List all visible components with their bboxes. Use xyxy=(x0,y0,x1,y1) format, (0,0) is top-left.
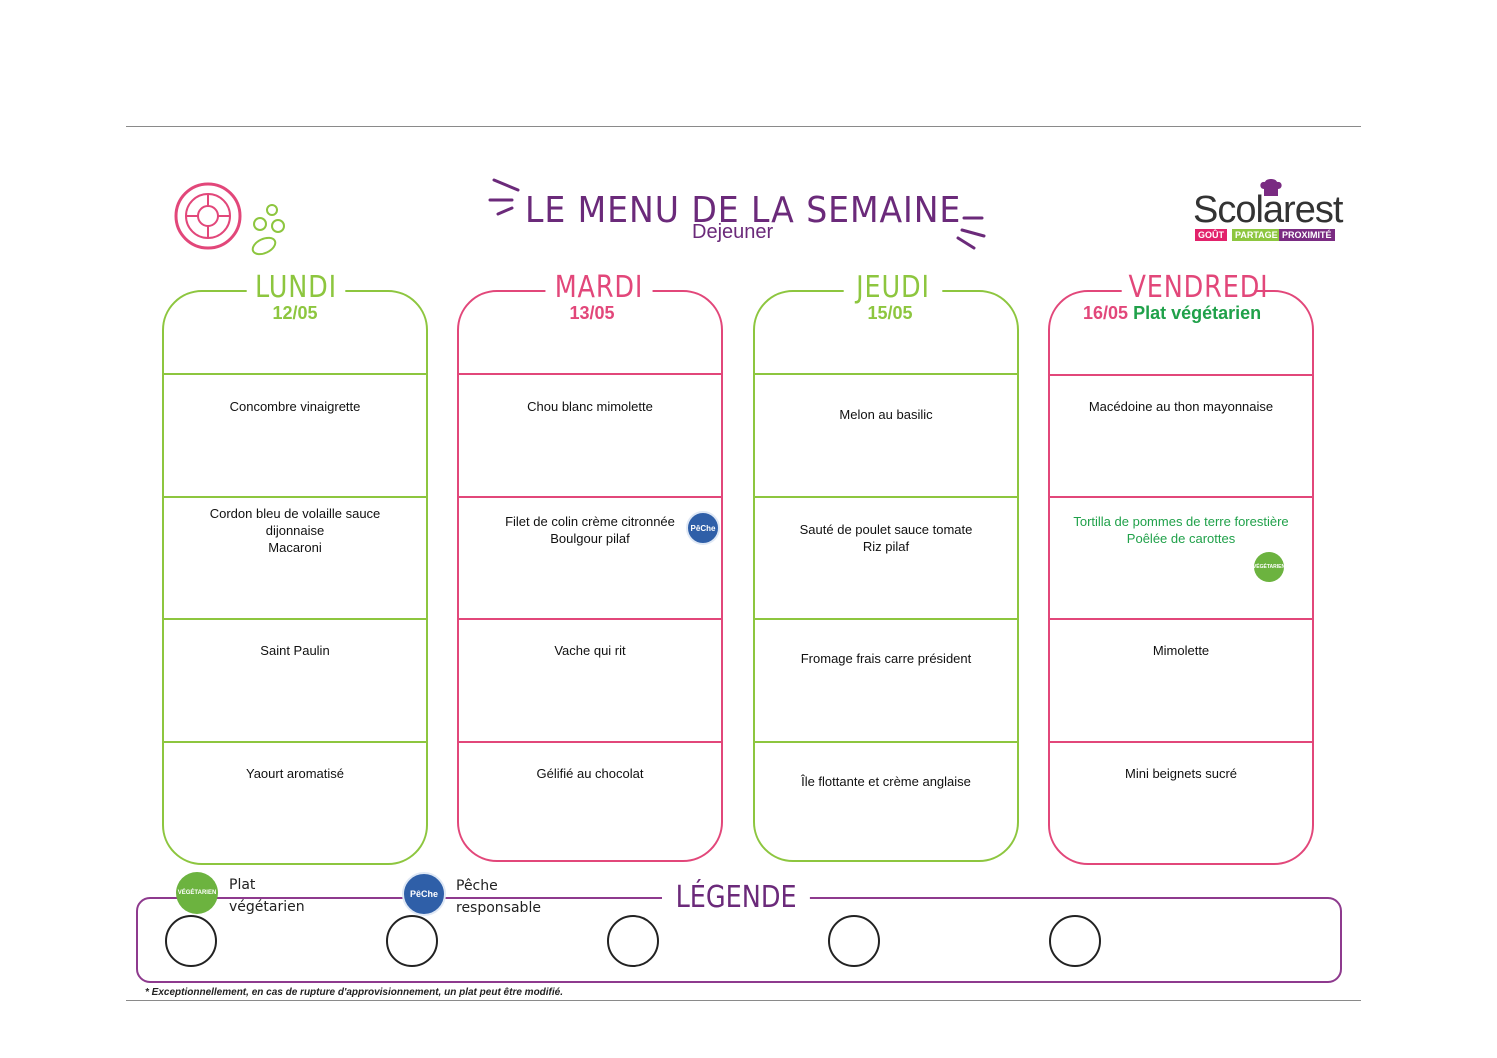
row-divider xyxy=(1050,741,1312,743)
menu-dessert: Gélifié au chocolat xyxy=(536,766,644,781)
chef-hat-icon xyxy=(1260,179,1282,196)
row-divider xyxy=(459,618,721,620)
peche-responsable-icon: PêChe xyxy=(686,511,720,545)
day-column-vendredi: Macédoine au thon mayonnaise Tortilla de… xyxy=(1048,290,1314,865)
row-divider xyxy=(459,741,721,743)
row-divider xyxy=(1050,374,1312,376)
page-title: LE MENU DE LA SEMAINE xyxy=(525,190,962,231)
day-column-jeudi: Melon au basilic Sauté de poulet sauce t… xyxy=(753,290,1019,862)
day-column-lundi: Concombre vinaigrette Cordon bleu de vol… xyxy=(162,290,428,865)
title-flourish xyxy=(488,178,986,250)
row-divider xyxy=(755,741,1017,743)
bottom-rule xyxy=(126,1000,1361,1001)
legend-slot xyxy=(607,915,659,967)
logo-tag-partage: PARTAGE xyxy=(1232,229,1281,241)
row-divider xyxy=(164,373,426,375)
legend-slot xyxy=(828,915,880,967)
vegetarien-icon: VÉGÉTARIEN xyxy=(1253,552,1285,582)
logo-tag-gout: GOÛT xyxy=(1195,229,1227,241)
row-divider xyxy=(164,741,426,743)
day-date-lundi: 12/05 xyxy=(272,303,318,323)
legend-slot xyxy=(1049,915,1101,967)
footnote: * Exceptionnellement, en cas de rupture … xyxy=(145,987,564,998)
row-divider xyxy=(755,496,1017,498)
menu-fromage: Vache qui rit xyxy=(554,643,626,658)
menu-entree: Macédoine au thon mayonnaise xyxy=(1088,399,1274,414)
row-divider xyxy=(755,373,1017,375)
row-divider xyxy=(164,618,426,620)
logo-wordmark: Scolarest xyxy=(1193,189,1343,231)
day-name-vendredi: VENDREDI xyxy=(1121,270,1268,305)
menu-entree: Concombre vinaigrette xyxy=(229,399,361,414)
menu-dessert: Yaourt aromatisé xyxy=(245,766,345,781)
menu-dessert: Mini beignets sucré xyxy=(1125,766,1237,781)
day-name-jeudi: JEUDI xyxy=(843,270,943,305)
top-rule xyxy=(126,126,1361,127)
row-divider xyxy=(459,496,721,498)
day-date-vendredi: 16/05 Plat végétarien xyxy=(1083,303,1262,323)
menu-entree: Melon au basilic xyxy=(839,407,933,422)
day-note-vendredi: Plat végétarien xyxy=(1133,303,1262,323)
page-subtitle: Dejeuner xyxy=(692,221,774,243)
menu-fromage: Saint Paulin xyxy=(260,643,330,658)
legend-slot xyxy=(386,915,438,967)
day-date-jeudi: 15/05 xyxy=(867,303,913,323)
vegetarien-icon: VÉGÉTARIEN xyxy=(176,872,218,914)
day-date-mardi: 13/05 xyxy=(569,303,615,323)
logo-tag-proximite: PROXIMITÉ xyxy=(1279,229,1335,241)
day-name-lundi: LUNDI xyxy=(246,270,346,305)
menu-fromage: Mimolette xyxy=(1152,643,1210,658)
menu-fromage: Fromage frais carre président xyxy=(800,651,972,666)
day-column-mardi: Chou blanc mimolette Filet de colin crèm… xyxy=(457,290,723,862)
row-divider xyxy=(459,373,721,375)
row-divider xyxy=(755,618,1017,620)
row-divider xyxy=(1050,496,1312,498)
menu-dessert: Île flottante et crème anglaise xyxy=(801,774,971,789)
row-divider xyxy=(1050,618,1312,620)
legend-slot xyxy=(165,915,217,967)
row-divider xyxy=(164,496,426,498)
day-name-mardi: MARDI xyxy=(545,270,653,305)
pizza-illustration xyxy=(174,182,285,256)
menu-entree: Chou blanc mimolette xyxy=(527,399,653,414)
peche-responsable-icon: PêChe xyxy=(402,872,446,916)
legend-title: LÉGENDE xyxy=(662,880,811,915)
